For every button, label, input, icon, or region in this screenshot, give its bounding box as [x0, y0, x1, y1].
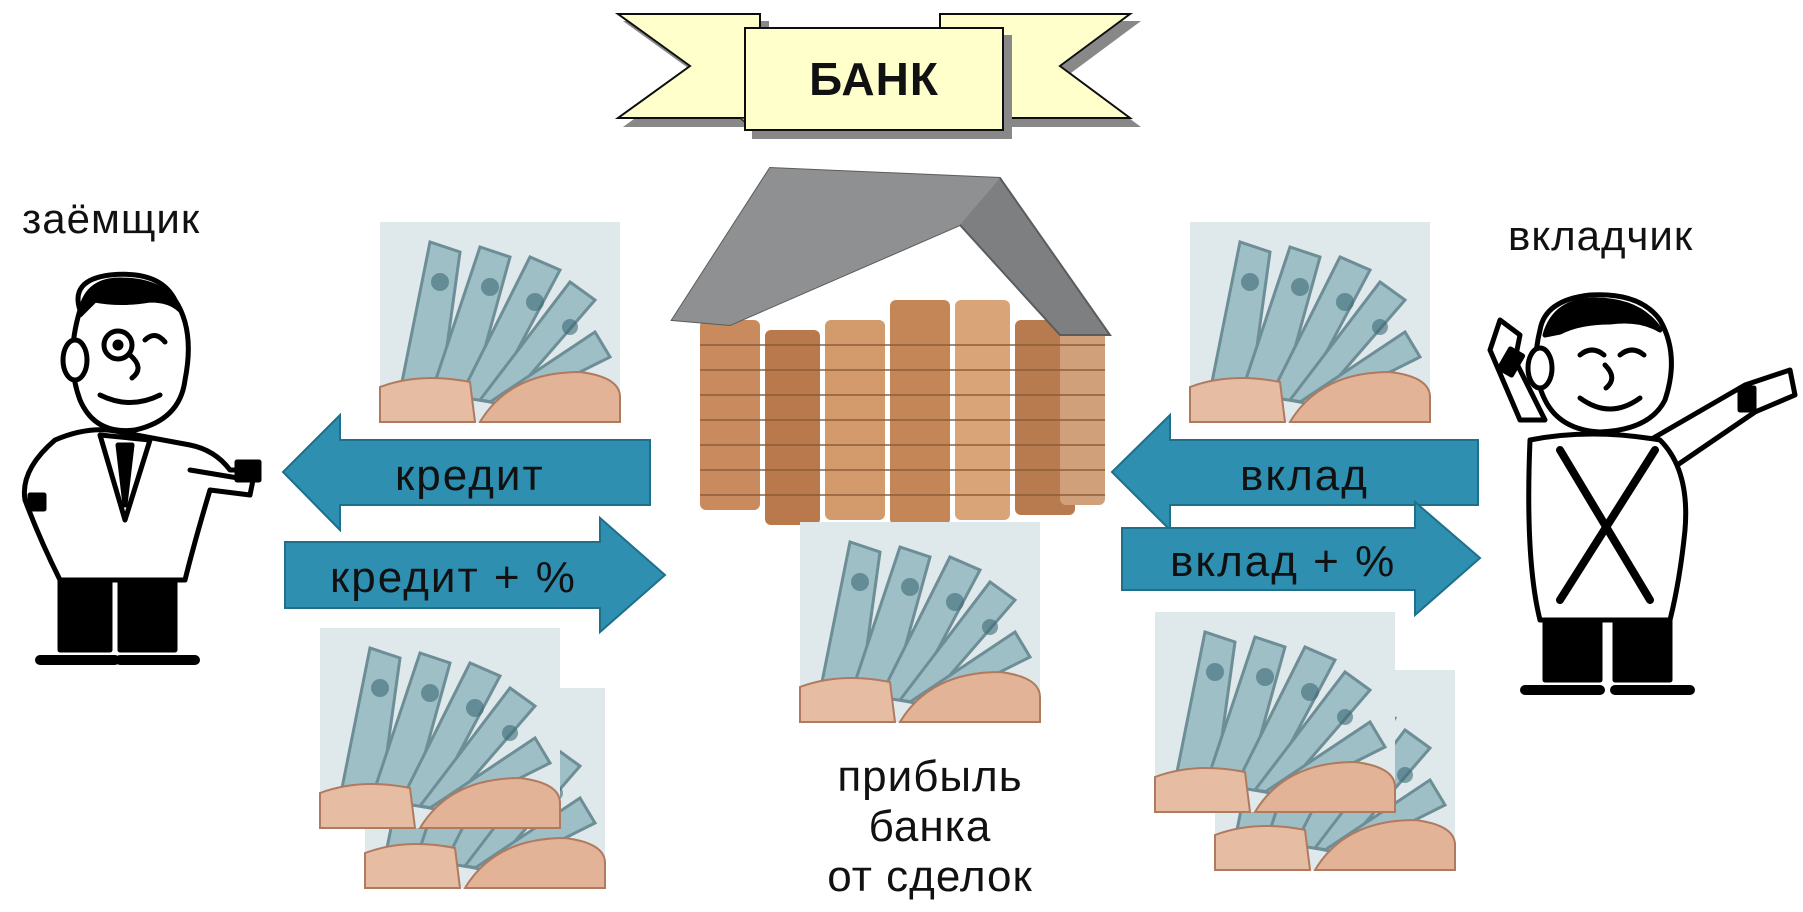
credit-plus-arrow	[284, 515, 667, 635]
credit-plus-label: кредит + %	[330, 553, 577, 602]
depositor-label: вкладчик	[1508, 212, 1694, 259]
profit-line-1: прибыль	[837, 752, 1023, 801]
profit-label: прибыль банка от сделок	[790, 752, 1070, 902]
borrower-label: заёмщик	[22, 195, 201, 242]
deposit-label: вклад	[1240, 451, 1369, 500]
profit-line-2: банка	[868, 802, 992, 851]
deposit-plus-arrow	[1121, 499, 1482, 618]
credit-label: кредит	[395, 451, 545, 500]
deposit-arrow	[1110, 412, 1479, 533]
bank-title: БАНК	[809, 53, 939, 105]
profit-line-3: от сделок	[827, 852, 1033, 901]
deposit-plus-label: вклад + %	[1170, 537, 1397, 586]
credit-arrow	[281, 412, 651, 533]
